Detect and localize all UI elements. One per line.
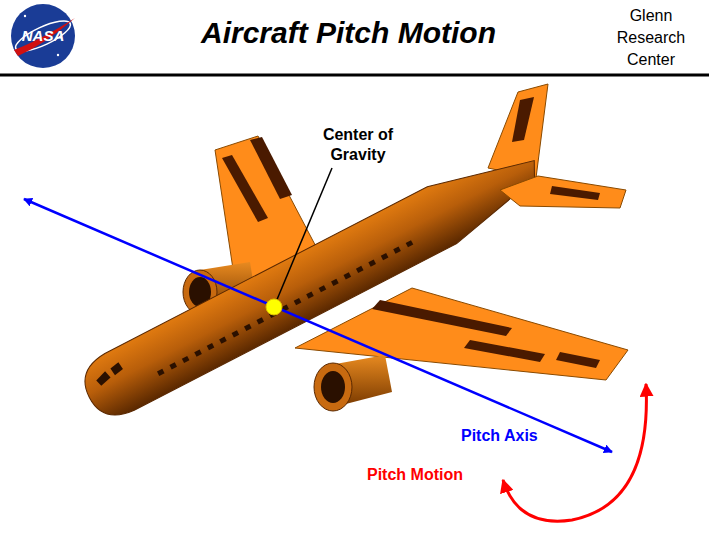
header-rule: [0, 74, 709, 77]
center-name: Glenn Research Center: [608, 5, 694, 71]
cockpit-window: [94, 370, 111, 386]
horizontal-stabilizer: [500, 176, 626, 208]
logo-disc: [11, 4, 75, 68]
near-engine: [314, 355, 392, 411]
logo-star: [57, 54, 59, 56]
callout-label: Center of Gravity: [310, 125, 406, 165]
rudder: [512, 97, 534, 142]
axis-label: Pitch Axis: [461, 427, 538, 445]
nasa-logo: [11, 4, 75, 68]
engine-fan: [321, 371, 345, 403]
cockpit-window: [109, 362, 123, 376]
center-of-gravity-dot: [266, 299, 282, 315]
fuselage: [75, 138, 552, 426]
pitch-motion-arrow: [503, 384, 646, 521]
fuselage-body: [75, 138, 552, 426]
pitch-axis-arrow: [24, 199, 612, 452]
motion-label: Pitch Motion: [367, 466, 463, 484]
logo-star: [24, 15, 26, 17]
wing-flap: [372, 300, 512, 336]
page-title: Aircraft Pitch Motion: [0, 16, 703, 50]
elevator: [550, 186, 600, 200]
logo-text: NASA: [13, 27, 73, 45]
aileron: [556, 352, 600, 368]
leader-line: [276, 168, 332, 302]
engine-inlet: [314, 363, 352, 411]
wing-flap: [464, 340, 545, 362]
vertical-fin: [488, 84, 548, 178]
wing-flap: [222, 155, 268, 222]
wing-flap: [250, 137, 292, 199]
logo-swoosh: [14, 18, 75, 56]
